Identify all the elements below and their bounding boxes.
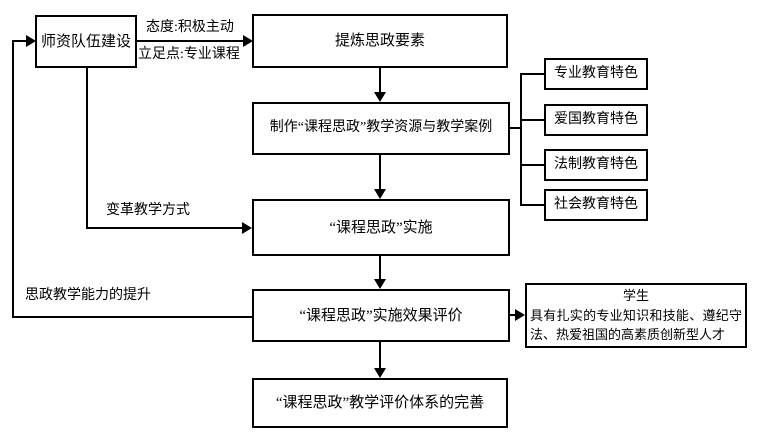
arrowhead-feedback-to-teacher (26, 35, 36, 47)
connector-feedback-top-line (12, 40, 27, 42)
node-evaluate-effect: “课程思政”实施效果评价 (252, 289, 510, 342)
arrowhead-refine-to-create (374, 92, 386, 102)
node-create-resources: 制作“课程思政”教学资源与教学案例 (252, 102, 510, 155)
node-feature-professional-label: 专业教育特色 (554, 65, 638, 81)
node-teacher-team-label: 师资队伍建设 (40, 33, 131, 50)
node-feature-patriotic-label: 爱国教育特色 (554, 111, 638, 127)
connector-method-vertical-line (86, 68, 88, 229)
node-student-body: 具有扎实的专业知识和技能、遵纪守法、热爱祖国的高素质创新型人才 (530, 307, 742, 343)
connector-method-horizontal-line (86, 227, 243, 229)
bracket-stub-professional (520, 73, 544, 75)
edge-label-attitude: 态度:积极主动 (146, 20, 234, 35)
edge-label-method: 变革教学方式 (106, 203, 190, 218)
node-teacher-team: 师资队伍建设 (35, 15, 137, 68)
node-implement-label: “课程思政”实施 (329, 219, 433, 236)
connector-create-to-implement-line (379, 155, 381, 190)
node-refine-elements-label: 提炼思政要素 (334, 33, 425, 49)
node-student-title: 学生 (622, 288, 649, 303)
arrowhead-implement-to-evaluate (374, 279, 386, 289)
node-feature-legal-label: 法制教育特色 (554, 156, 638, 172)
node-feature-social: 社会教育特色 (544, 189, 648, 221)
connector-implement-to-evaluate-line (379, 256, 381, 280)
node-feature-legal: 法制教育特色 (544, 149, 648, 181)
node-create-resources-label: 制作“课程思政”教学资源与教学案例 (269, 120, 493, 136)
arrowhead-evaluate-to-student (515, 309, 525, 321)
connector-refine-to-create-line (379, 68, 381, 93)
node-implement: “课程思政”实施 (252, 199, 510, 256)
connector-feedback-bottom-line (12, 316, 252, 318)
connector-feedback-vertical-line (12, 40, 14, 318)
connector-teacher-to-refine-line (137, 40, 244, 42)
bracket-stub-legal (520, 164, 544, 166)
node-perfect-system: “课程思政”教学评价体系的完善 (252, 378, 508, 428)
bracket-stub-patriotic (520, 119, 544, 121)
edge-label-ability: 思政教学能力的提升 (25, 288, 151, 303)
edge-label-standpoint: 立足点:专业课程 (138, 47, 240, 62)
connector-evaluate-to-student-line (510, 314, 517, 316)
arrowhead-evaluate-to-perfect (374, 368, 386, 378)
connector-evaluate-to-perfect-line (379, 342, 381, 369)
arrowhead-teacher-to-refine (243, 35, 253, 47)
node-evaluate-effect-label: “课程思政”实施效果评价 (299, 307, 463, 324)
bracket-stem-line (510, 127, 522, 129)
bracket-vertical-line (520, 73, 522, 206)
node-student-outcome: 学生 具有扎实的专业知识和技能、遵纪守法、热爱祖国的高素质创新型人才 (525, 283, 747, 348)
arrowhead-method-to-implement (242, 222, 252, 234)
node-feature-patriotic: 爱国教育特色 (544, 104, 648, 136)
arrowhead-create-to-implement (374, 189, 386, 199)
node-feature-social-label: 社会教育特色 (554, 196, 638, 212)
node-perfect-system-label: “课程思政”教学评价体系的完善 (275, 395, 485, 411)
node-refine-elements: 提炼思政要素 (252, 14, 508, 68)
bracket-stub-social (520, 204, 544, 206)
node-feature-professional: 专业教育特色 (544, 58, 648, 90)
